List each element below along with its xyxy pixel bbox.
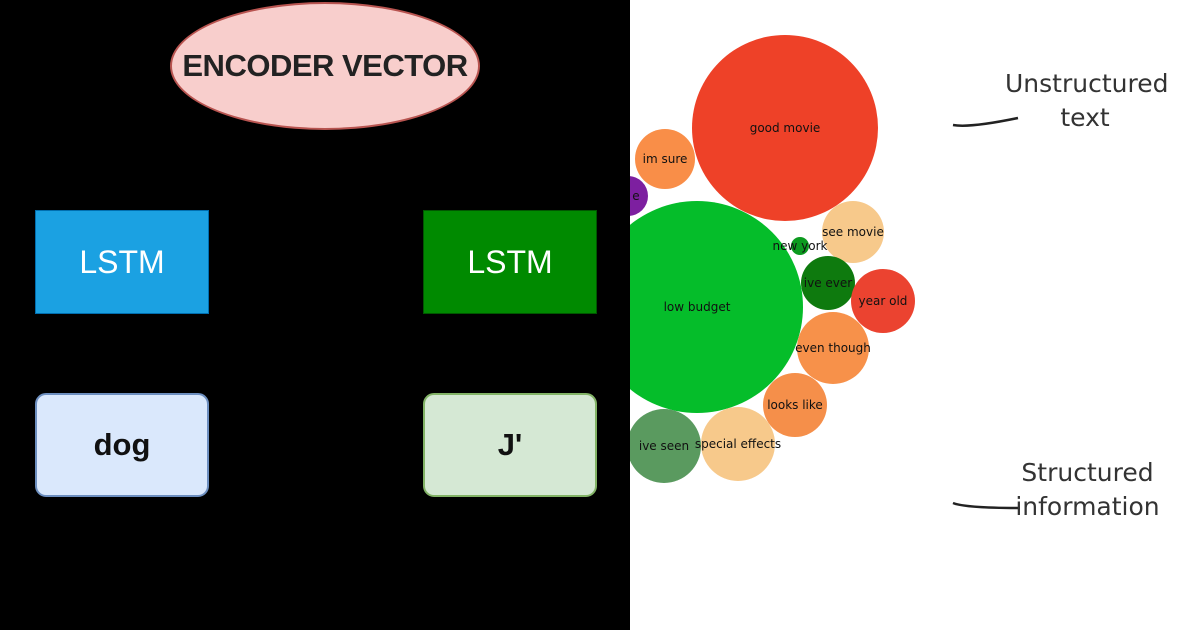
output-token-node: J' xyxy=(423,393,597,497)
bubble-label-ive-ever: ive ever xyxy=(804,276,853,290)
bubble-label-low-budget: low budget xyxy=(664,300,731,314)
lstm-decoder-node: LSTM xyxy=(423,210,597,314)
output-token-label: J' xyxy=(497,427,523,462)
bubble-label-see-movie: see movie xyxy=(822,225,884,239)
lstm-decoder-label: LSTM xyxy=(467,243,553,280)
lstm-encoder-node: LSTM xyxy=(35,210,209,314)
bubble-label-even-though: even though xyxy=(795,341,871,355)
structured-line-2: information xyxy=(1015,492,1160,521)
bubble-label-looks-like: looks like xyxy=(767,398,823,412)
bubble-label-year-old: year old xyxy=(859,294,908,308)
bubble-ive-ever xyxy=(801,256,855,310)
structured-line-1: Structured xyxy=(1021,458,1154,487)
structured-info-annotation: Structured information xyxy=(1015,456,1160,524)
bubble-label-im-sure: im sure xyxy=(643,152,688,166)
bubble-im-sure xyxy=(635,129,695,189)
bubble-looks-like xyxy=(763,373,827,437)
bubble-special-effects xyxy=(701,407,775,481)
lstm-encoder-label: LSTM xyxy=(79,243,165,280)
encoder-vector-label: ENCODER VECTOR xyxy=(182,48,468,83)
bubble-chart: good movie im sure e low budget new yorksee … xyxy=(630,35,915,483)
bubble-label-special-effects: special effects xyxy=(695,437,781,451)
input-token-node: dog xyxy=(35,393,209,497)
unstructured-line-2: text xyxy=(1060,103,1110,132)
encoder-vector-node: ENCODER VECTOR xyxy=(170,2,480,130)
lstm-diagram-panel: ENCODER VECTOR LSTM LSTM dog J' xyxy=(0,0,630,630)
bubble-year-old xyxy=(851,269,915,333)
structured-pointer-line xyxy=(952,501,1021,510)
bubble-low-budget xyxy=(630,201,803,413)
bubble-even-though xyxy=(797,312,869,384)
bubble-label-ive-seen: ive seen xyxy=(639,439,689,453)
bubble-label-new-york: new york xyxy=(773,239,828,253)
unstructured-text-annotation: Unstructured text xyxy=(1005,67,1169,135)
bubble-label-e: e xyxy=(632,189,639,203)
bubble-see-movie xyxy=(822,201,884,263)
annotation-pointers xyxy=(952,116,1021,510)
bubble-label-good-movie: good movie xyxy=(750,121,821,135)
unstructured-pointer-line xyxy=(952,116,1019,127)
bubble-ive-seen xyxy=(630,409,701,483)
bubble-new-york xyxy=(791,237,809,255)
input-token-label: dog xyxy=(93,427,151,462)
bubble-e xyxy=(630,176,648,216)
unstructured-line-1: Unstructured xyxy=(1005,69,1169,98)
bubble-good-movie xyxy=(692,35,878,221)
